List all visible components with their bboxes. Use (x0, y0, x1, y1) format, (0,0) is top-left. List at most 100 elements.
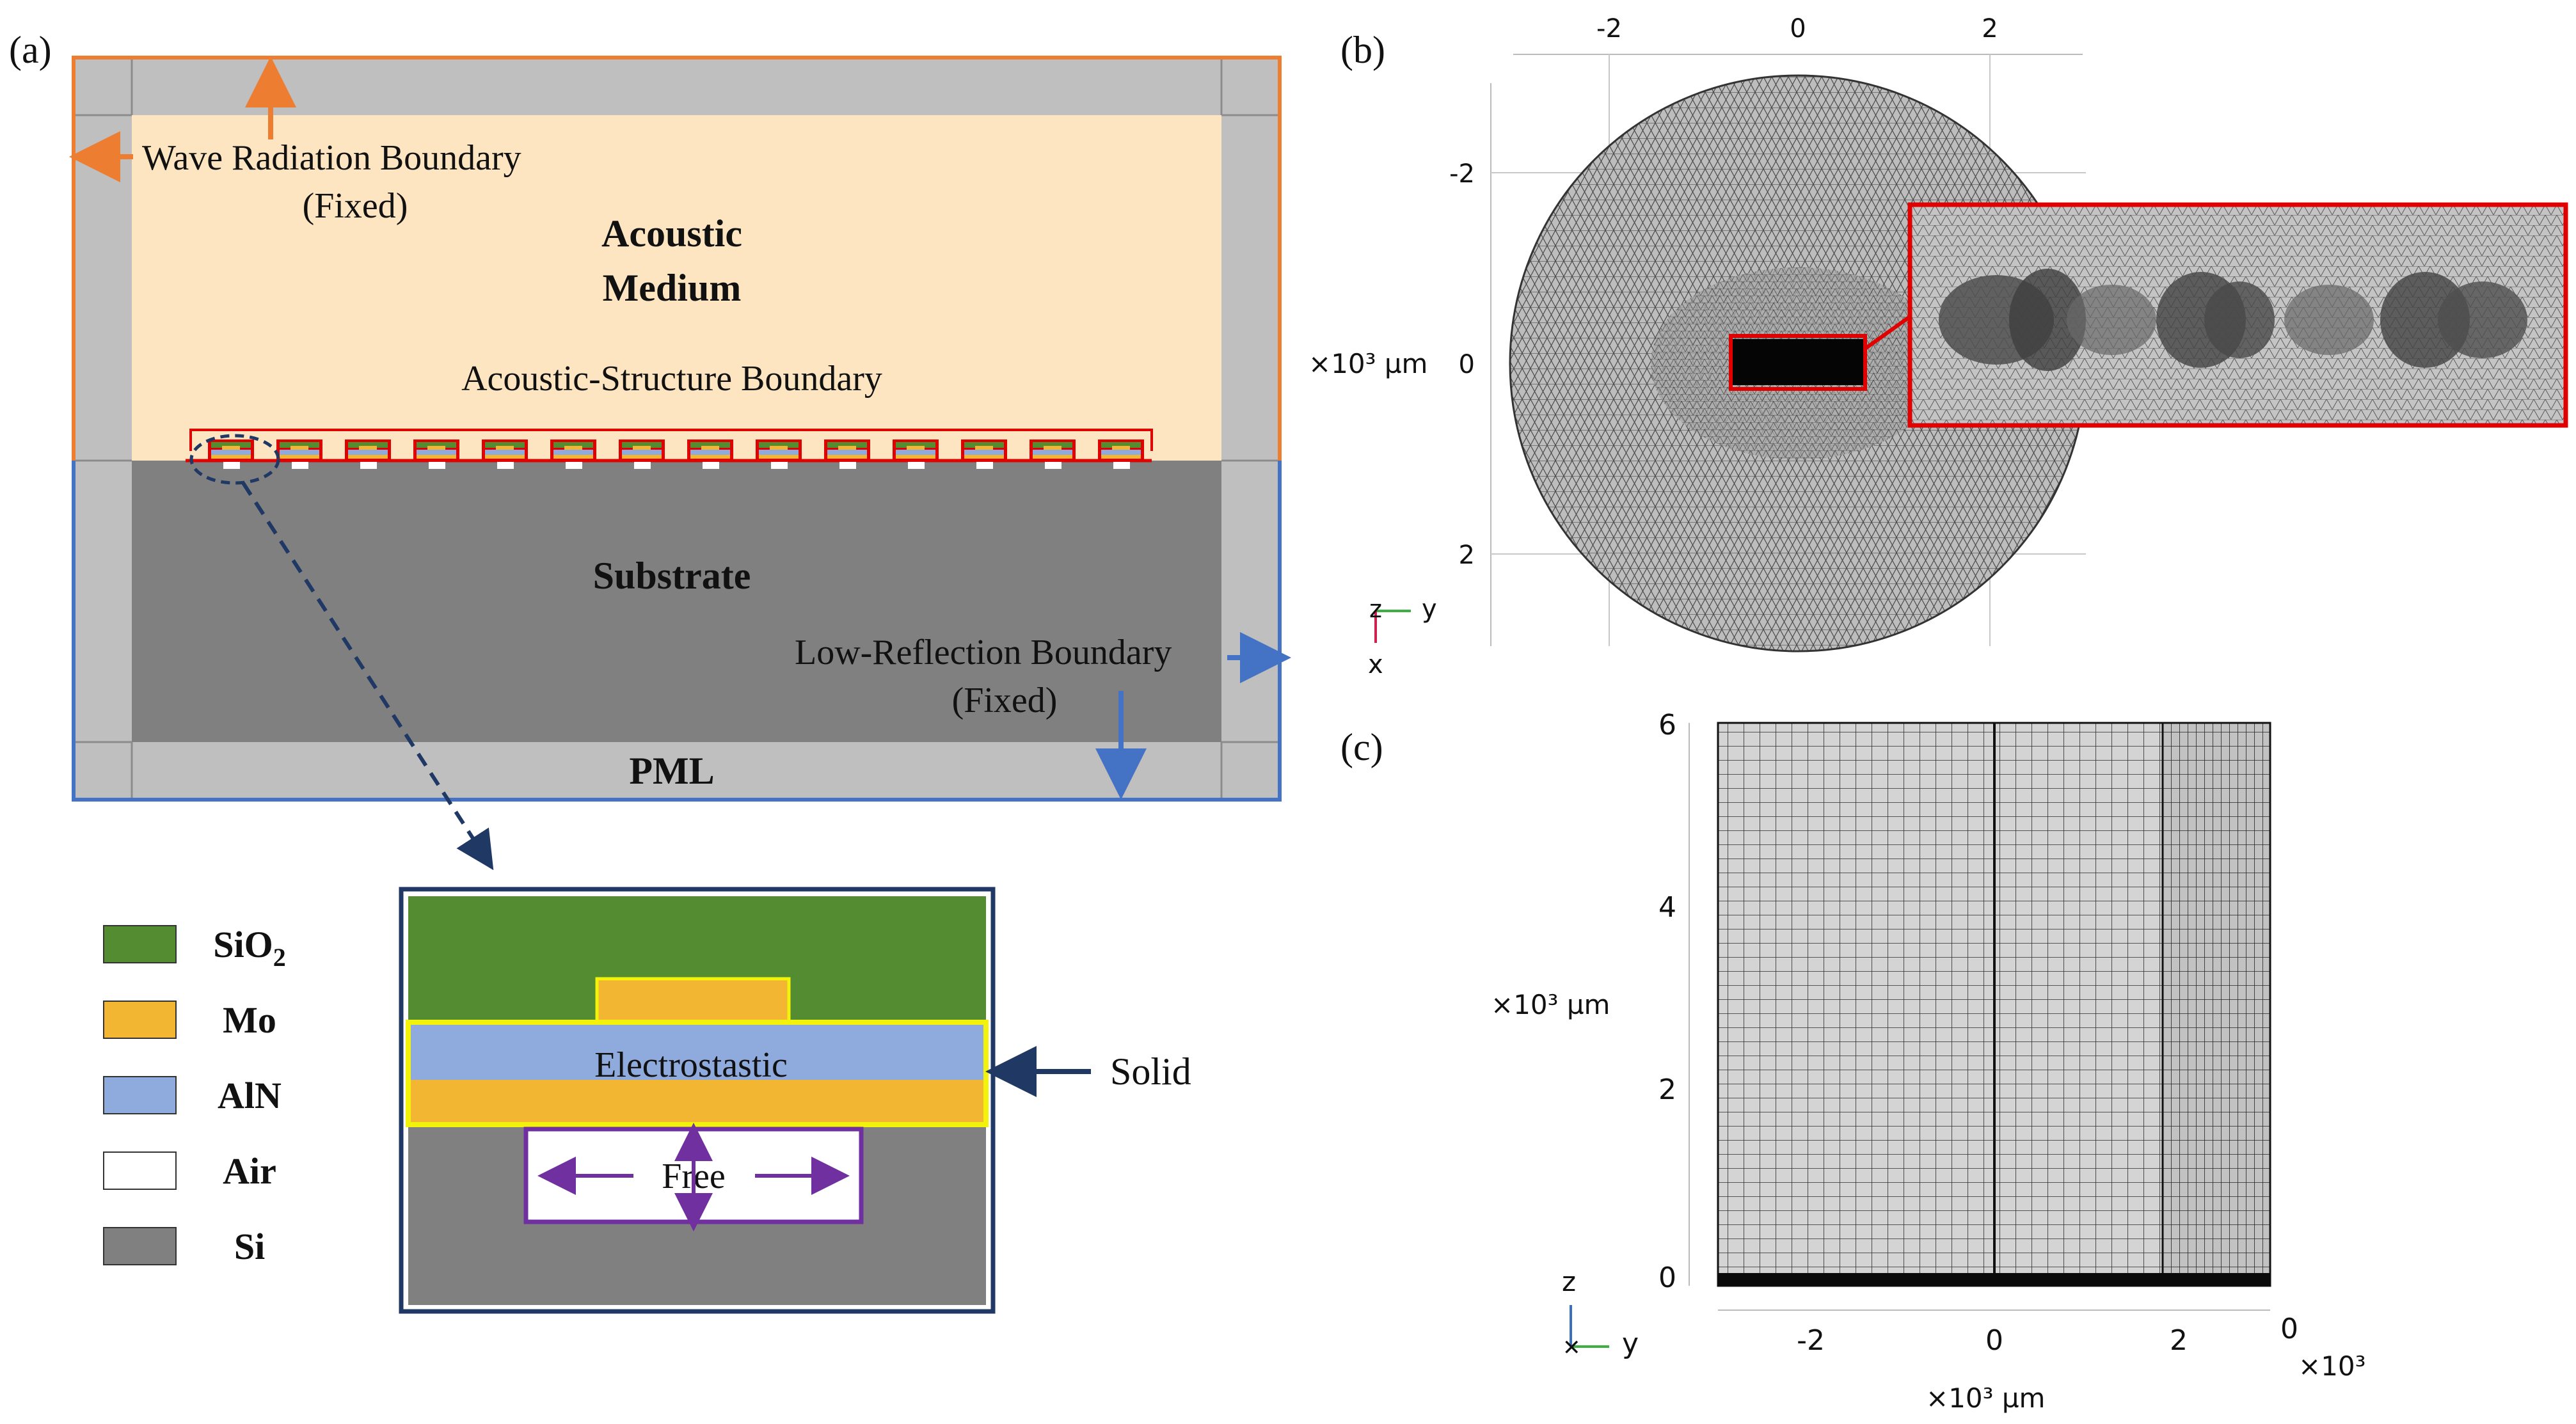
electrode-cell (345, 439, 391, 469)
electrode-mo (907, 446, 925, 450)
triad-z-label: z (1562, 1266, 1576, 1297)
electrode-mo-bottom (211, 455, 251, 459)
electrode-aln (759, 450, 799, 455)
y-tick-label: 0 (1658, 1262, 1676, 1294)
electrode-cell (413, 439, 459, 469)
electrode-cell (756, 439, 802, 469)
electrode-cell (824, 439, 870, 469)
electrode-mo-bottom (280, 455, 319, 459)
pml-corner-lines (74, 58, 1280, 800)
legend-swatch (103, 925, 177, 963)
zoom-source-box (1729, 334, 1867, 391)
electrode-cell (208, 439, 254, 469)
electrode-mo (359, 446, 377, 450)
structured-mesh (1717, 722, 2164, 1287)
electrode-air-cavity (839, 462, 856, 469)
zoom-dashed-arrow (241, 482, 494, 871)
legend-item-sio2: SiO2 (103, 924, 286, 972)
panel-a-tag: (a) (9, 29, 52, 71)
electrode-air-cavity (429, 462, 445, 469)
electrode-mo (701, 446, 719, 450)
axis-triad-b: z y x (1368, 594, 1437, 679)
low-reflection-label: Low-Reflection Boundary (795, 633, 1172, 672)
y-unit-label-c: ×10³ µm (1491, 989, 1610, 1020)
electrode-aln (280, 450, 319, 455)
electrode-array (208, 439, 1144, 469)
y-tick-label: 4 (1658, 891, 1676, 924)
electrode-air-cavity (908, 462, 925, 469)
electrode-mo (222, 446, 240, 450)
low-reflection-boundary-line (72, 461, 1282, 802)
electrode-cell (482, 439, 528, 469)
legend-swatch (103, 1151, 177, 1190)
wave-radiation-boundary-line (72, 56, 1282, 461)
panel-a: (a) Acoustic Medium Substrate PML Wave R… (9, 29, 1291, 1314)
zoom-connector (1864, 315, 1911, 351)
x-tick-label: -2 (1797, 1324, 1825, 1357)
electrode-aln (827, 450, 867, 455)
electrode-aln (211, 450, 251, 455)
solid-label: Solid (1110, 1050, 1191, 1093)
electrode-aln (1033, 450, 1072, 455)
left-tick-label: 2 (1459, 541, 1475, 570)
electrode-air-cavity (566, 462, 582, 469)
electrode-cell (619, 439, 665, 469)
electrode-air-cavity (360, 462, 377, 469)
left-tick-label: 0 (1459, 350, 1475, 379)
electrode-mo-bottom (348, 455, 388, 459)
inset-top-mo-electrode (595, 977, 791, 1024)
legend-swatch (103, 1227, 177, 1265)
electrode-cell (550, 439, 596, 469)
electrode-mo-bottom (1101, 455, 1141, 459)
acoustic-medium-label: Acoustic (601, 212, 742, 255)
electrode-aln (417, 450, 456, 455)
electrode-mo-bottom (553, 455, 593, 459)
triad-y-label: y (1422, 594, 1437, 624)
electrode-sio2 (759, 442, 799, 448)
electrode-air-cavity (976, 462, 993, 469)
acoustic-medium-region (132, 115, 1221, 461)
triad-x-marker: ✕ (1562, 1335, 1581, 1361)
inset-bottom-mo-layer (408, 1080, 986, 1125)
low-reflection-note: (Fixed) (952, 681, 1058, 720)
electrode-air-cavity (771, 462, 788, 469)
axis-triad-c: ✕ z y (1562, 1266, 1639, 1361)
electrode-aln (690, 450, 730, 455)
electrode-sio2 (211, 442, 251, 448)
x-unit-label-c: ×10³ µm (1926, 1382, 2045, 1414)
electrode-sio2 (1033, 442, 1072, 448)
legend-item-si: Si (103, 1226, 265, 1267)
electrode-air-cavity (703, 462, 719, 469)
inset-aln-layer (408, 1022, 986, 1080)
electrode-aln (348, 450, 388, 455)
electrode-aln (1101, 450, 1141, 455)
left-tick-label: -2 (1449, 159, 1475, 189)
acoustic-structure-label: Acoustic-Structure Boundary (461, 359, 882, 399)
electrode-aln (896, 450, 935, 455)
panel-c-tag: (c) (1340, 726, 1383, 768)
legend-label: Mo (223, 999, 276, 1041)
legend-item-air: Air (103, 1150, 276, 1192)
electrode-sio2 (348, 442, 388, 448)
electrode-mo-bottom (827, 455, 867, 459)
legend-item-mo: Mo (103, 999, 276, 1041)
electrode-mo (290, 446, 308, 450)
electrode-cell (1098, 439, 1144, 469)
panel-c: (c) 6 4 2 0 ×10³ µm -2 0 2 0 ×10³ ×10³ µ… (1340, 709, 2365, 1414)
zoom-inset-frame (1907, 202, 2568, 428)
electrode-sio2 (896, 442, 935, 448)
electrode-air-cavity (223, 462, 240, 469)
y-tick-label: 2 (1658, 1073, 1676, 1106)
x-tick-label: 2 (2170, 1324, 2188, 1357)
unit-label-b: ×10³ µm (1308, 348, 1427, 379)
structured-mesh-dense-right (2161, 722, 2271, 1287)
electrode-mo (1044, 446, 1061, 450)
acoustic-structure-brace (189, 429, 1153, 451)
electrode-air-cavity (1045, 462, 1061, 469)
electrode-mo (1112, 446, 1130, 450)
electrode-sio2 (690, 442, 730, 448)
electrode-mo-bottom (417, 455, 456, 459)
zoom-inset-dense-clusters (1939, 269, 2527, 371)
